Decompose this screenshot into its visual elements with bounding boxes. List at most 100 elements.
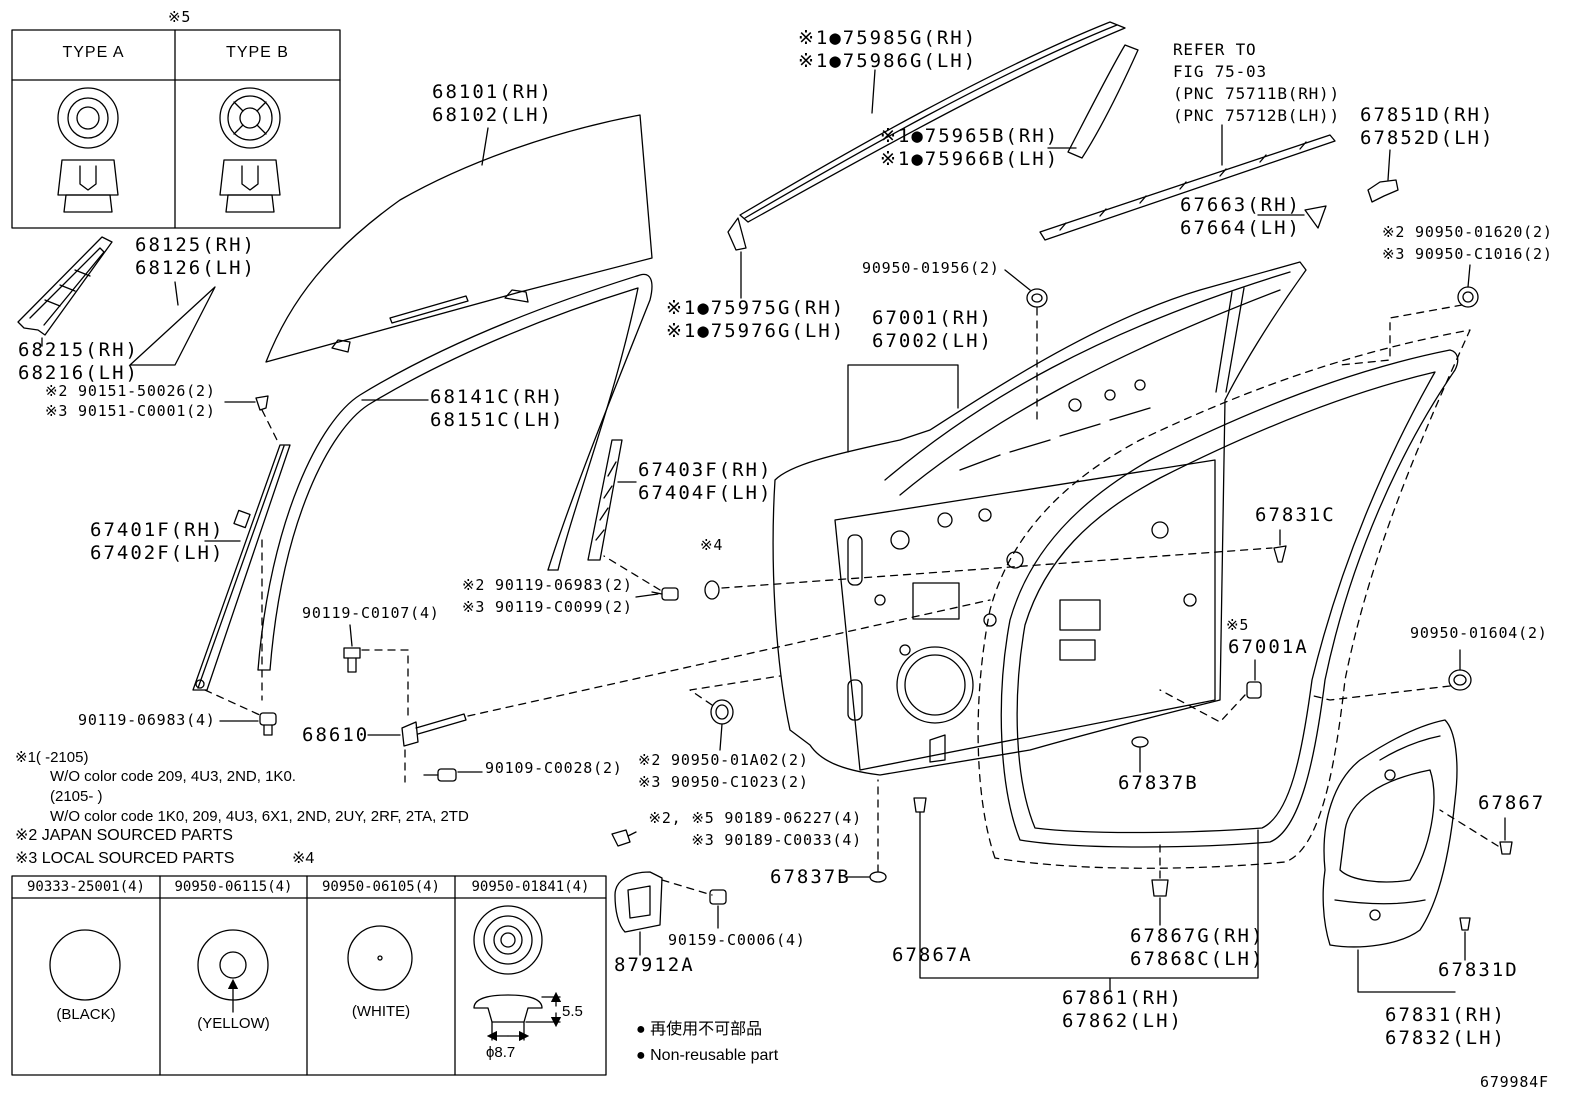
legend-bullet-icon: ● <box>636 1021 646 1038</box>
callout-90950-01956: 90950-01956(2) <box>862 259 1000 277</box>
clip-90189 <box>611 829 637 847</box>
note-1-codes-2: W/O color code 1K0, 209, 4U3, 6X1, 2ND, … <box>50 808 469 825</box>
clip-67663-drawing <box>1257 205 1327 229</box>
drawing-number: 679984F <box>1480 1073 1549 1091</box>
bracket-87912a <box>614 871 713 956</box>
door-weatherstrip-drawing <box>919 329 1471 991</box>
callout-67867: 67867 <box>1478 792 1546 814</box>
type-a-grommet-drawing <box>57 87 119 213</box>
clip-67831d <box>1459 917 1471 961</box>
note-1-codes-1: W/O color code 209, 4U3, 2ND, 1K0. <box>50 768 296 785</box>
callout-67831d: 67831D <box>1438 959 1519 981</box>
type-b-label: TYPE B <box>226 44 289 61</box>
clip-67001a <box>1159 659 1262 723</box>
callout-note4: ※4 <box>700 536 724 554</box>
callout-68215: 68215(RH)68216(LH) <box>18 339 139 384</box>
legend-bullet-icon: ● <box>636 1047 646 1064</box>
callout-75985g: ※1●75985G(RH)※1●75986G(LH) <box>798 27 978 72</box>
quarter-glass-drawing <box>129 281 216 366</box>
callout-67867a: 67867A <box>892 944 973 966</box>
clip-67867a <box>913 797 927 813</box>
type-b-grommet-drawing <box>219 87 281 213</box>
door-panel-drawing <box>772 261 1307 776</box>
callout-90950-01a02: ※2 90950-01A02(2)※3 90950-C1023(2) <box>638 751 809 791</box>
callout-75965b: ※1●75965B(RH)※1●75966B(LH) <box>880 125 1060 170</box>
rear-run-channel-drawing <box>587 439 637 561</box>
clip-67867g <box>1151 839 1169 926</box>
callout-67001a-note: ※5 <box>1226 616 1250 634</box>
clip-67831c <box>721 529 1287 589</box>
clip-67867 <box>1439 809 1513 855</box>
bolt-90119-06983-4 <box>204 539 277 736</box>
legend-jp: ● 再使用不可部品 <box>636 1019 762 1041</box>
legend-en: ● Non-reusable part <box>636 1045 778 1067</box>
grommet-90950-01620 <box>1339 264 1479 366</box>
quarter-cover-drawing <box>17 236 113 347</box>
callout-67837b-lower: 67837B <box>770 866 851 888</box>
callout-90151: ※2 90151-50026(2)※3 90151-C0001(2) <box>45 382 216 420</box>
bolt-90109 <box>423 768 483 782</box>
dimension-diameter: ϕ8.7 <box>486 1044 516 1061</box>
type-a-label: TYPE A <box>62 44 125 61</box>
callout-90189: ※2, ※5 90189-06227(4)※3 90189-C0033(4) <box>648 809 862 849</box>
type-box-note: ※5 <box>168 8 192 26</box>
callout-75975g: ※1●75975G(RH)※1●75976G(LH) <box>666 297 846 342</box>
screw-90159 <box>709 889 727 929</box>
callout-67831c: 67831C <box>1255 504 1336 526</box>
grommet-table <box>11 875 607 1076</box>
black-grommet-drawing <box>49 929 121 1001</box>
callout-67663: 67663(RH)67664(LH) <box>1180 194 1301 239</box>
legend-en-text: Non-reusable part <box>650 1047 779 1064</box>
table-header-1: 90333-25001(4) <box>26 879 145 895</box>
callout-68101: 68101(RH)68102(LH) <box>432 81 553 126</box>
roof-moulding-drawing <box>739 21 1126 223</box>
table-header-3: 90950-06105(4) <box>321 879 440 895</box>
color-yellow-label: (YELLOW) <box>197 1015 270 1032</box>
ring-note4 <box>704 580 720 600</box>
callout-67861: 67861(RH)67862(LH) <box>1062 987 1183 1032</box>
dimension-height: 5.5 <box>562 1003 583 1020</box>
plug-67837b-lower <box>844 779 887 883</box>
ring-90950-01a02 <box>689 675 781 751</box>
note-1-range-2: (2105- ) <box>50 788 103 805</box>
callout-67401f: 67401F(RH)67402F(LH) <box>90 519 225 564</box>
note-2: ※2 JAPAN SOURCED PARTS <box>15 827 233 844</box>
table-header-2: 90950-06115(4) <box>174 879 293 895</box>
note-1-range-1: ※1( -2105) <box>15 749 89 766</box>
note-3: ※3 LOCAL SOURCED PARTS <box>15 850 235 867</box>
grommet-01841-drawing <box>473 905 562 1042</box>
legend-jp-text: 再使用不可部品 <box>650 1021 763 1038</box>
front-run-channel-drawing <box>192 444 291 691</box>
bolt-90119-06983-2 <box>603 555 679 601</box>
callout-67837b-upper: 67837B <box>1118 772 1199 794</box>
door-frame-drawing <box>257 273 653 671</box>
callout-90119-06983-4: 90119-06983(4) <box>78 711 216 729</box>
clip-67851d-drawing <box>1367 149 1399 203</box>
door-glass-drawing <box>265 114 653 363</box>
callout-90950-01604: 90950-01604(2) <box>1410 624 1548 642</box>
callout-67831: 67831(RH)67832(LH) <box>1385 1004 1506 1049</box>
callout-68141c: 68141C(RH)68151C(LH) <box>430 386 565 431</box>
belt-weatherstrip-drawing <box>1039 124 1336 241</box>
callout-68610: 68610 <box>302 724 370 746</box>
callout-90119-c0107: 90119-C0107(4) <box>302 604 440 622</box>
grommet-90950-01604 <box>1309 649 1472 701</box>
color-white-label: (WHITE) <box>351 1003 411 1020</box>
grommet-90950-01956 <box>1004 269 1048 421</box>
bolt-90119-c0107 <box>343 624 409 719</box>
plug-67837b-upper <box>1131 736 1149 773</box>
table-header-4: 90950-01841(4) <box>471 879 590 895</box>
callout-90950-01620: ※2 90950-01620(2)※3 90950-C1016(2) <box>1382 223 1553 263</box>
callout-67001a: 67001A <box>1228 636 1309 658</box>
service-hole-cover-drawing <box>1322 719 1458 993</box>
callout-67001: 67001(RH)67002(LH) <box>872 307 993 352</box>
yellow-grommet-drawing <box>197 929 269 1013</box>
callout-90109: 90109-C0028(2) <box>485 759 623 777</box>
front-moulding-drawing <box>727 217 747 299</box>
callout-67867g: 67867G(RH)67868C(LH) <box>1130 925 1265 970</box>
clip-90151 <box>224 395 279 443</box>
callout-68125: 68125(RH)68126(LH) <box>135 234 256 279</box>
callout-90119-06983-2: ※2 90119-06983(2)※3 90119-C0099(2) <box>462 576 633 616</box>
check-68610 <box>367 599 991 783</box>
